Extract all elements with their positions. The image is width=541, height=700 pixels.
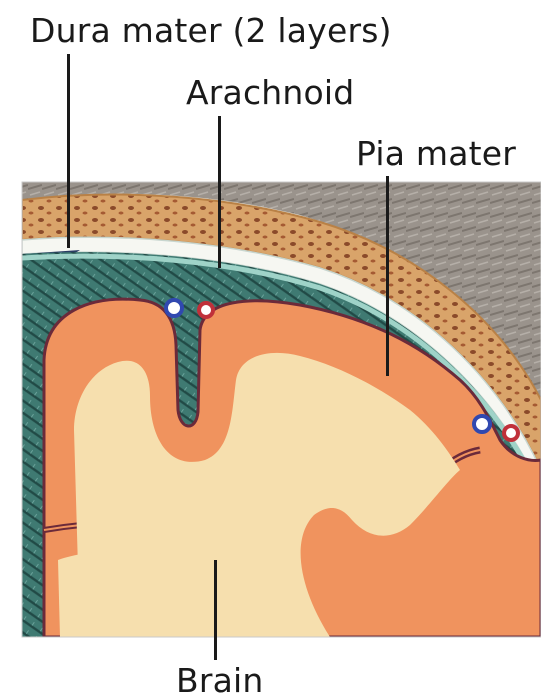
brain-label: Brain bbox=[176, 664, 264, 697]
artery-right bbox=[504, 426, 518, 440]
dura-leader-line bbox=[67, 54, 70, 248]
arachnoid-leader-line bbox=[218, 116, 221, 268]
arachnoid-label: Arachnoid bbox=[186, 76, 354, 109]
pia-mater-label: Pia mater bbox=[356, 137, 516, 170]
pia-leader-line bbox=[386, 176, 389, 376]
section-panel bbox=[22, 182, 541, 637]
vein-right bbox=[474, 416, 490, 432]
vein-left bbox=[166, 300, 182, 316]
dura-mater-label: Dura mater (2 layers) bbox=[30, 14, 392, 47]
artery-left bbox=[199, 303, 213, 317]
brain-leader-line bbox=[214, 560, 217, 660]
